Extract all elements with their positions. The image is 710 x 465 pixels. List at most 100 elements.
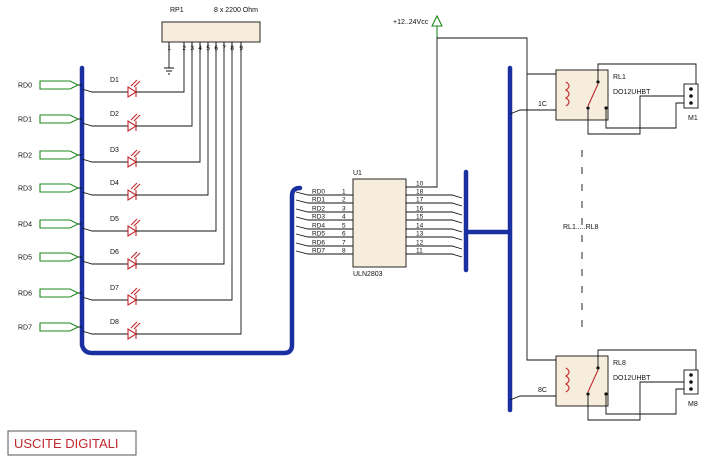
relay-rl1-common-wire: [587, 95, 684, 135]
supply-distribution-wire: [437, 37, 556, 361]
relay-range-label: RL1.....RL8: [563, 224, 599, 231]
led-symbol: [127, 86, 138, 98]
led-light-rays: [130, 79, 141, 88]
driver-output-wire: [406, 236, 463, 241]
driver-input-wire: [295, 199, 353, 204]
relay-rl1-coil-wire: [509, 109, 556, 115]
input-label-rd4: RD4: [18, 222, 32, 229]
led-to-resistor-wire: [136, 42, 217, 232]
resistor-pin-number: 8: [230, 45, 234, 52]
driver-net-rd1: RD1: [312, 197, 325, 204]
led-light-rays: [130, 149, 141, 158]
driver-pin-number: 12: [416, 240, 424, 247]
input-port-rd0: [39, 80, 80, 90]
relay-rl8-motor-pin: [689, 387, 693, 391]
ground-symbol: [164, 42, 174, 75]
led-symbol: [127, 120, 138, 132]
driver-output-wire: [406, 245, 463, 250]
driver-pin-number: 7: [342, 240, 346, 247]
relay-rl1-motor-pin: [689, 101, 693, 105]
relay-rl8-nc-wire: [597, 349, 697, 370]
input-port-rd5: [39, 252, 80, 262]
led-feed-wire: [81, 227, 128, 232]
relay-rl8-part: DO12UHBT: [613, 375, 651, 382]
driver-net-rd0: RD0: [312, 189, 325, 196]
input-port-rd3: [39, 183, 80, 193]
driver-pin-number: 11: [416, 248, 423, 255]
led-symbol: [127, 258, 138, 270]
led-to-resistor-wire: [136, 42, 201, 163]
driver-pin-number: 18: [416, 189, 424, 196]
driver-pin-number: 3: [342, 206, 346, 213]
driver-net-rd2: RD2: [312, 206, 325, 213]
led-feed-wire: [81, 296, 128, 301]
driver-input-wire: [295, 191, 353, 196]
supply-label: +12..24Vcc: [393, 19, 429, 26]
driver-ic-body: [352, 178, 407, 268]
led-symbol: [127, 189, 138, 201]
relay-rl8-motor-pin: [689, 380, 693, 384]
led-label-d4: D4: [110, 180, 119, 187]
relay-rl1-coil: [565, 81, 570, 107]
led-feed-wire: [81, 260, 128, 265]
relay-rl8-coil-wire: [509, 395, 556, 401]
resistor-pin-number: 3: [190, 45, 194, 52]
driver-pin-number: 1: [342, 189, 346, 196]
relay-rl1-part: DO12UHBT: [613, 89, 651, 96]
com-to-supply-wire: [406, 38, 438, 188]
input-port-rd7: [39, 322, 80, 332]
led-label-d1: D1: [110, 77, 119, 84]
relay-rl8-coil-label: 8C: [538, 387, 547, 394]
relay-rl8-contact: [587, 369, 599, 393]
led-light-rays: [130, 113, 141, 122]
driver-output-wire: [406, 211, 463, 216]
driver-input-wire: [295, 208, 353, 213]
supply-arrow-symbol: [431, 14, 443, 38]
driver-pin-number: 5: [342, 223, 346, 230]
driver-ref: U1: [353, 170, 362, 177]
led-symbol: [127, 328, 138, 340]
led-feed-wire: [81, 191, 128, 196]
led-light-rays: [130, 182, 141, 191]
led-to-resistor-wire: [136, 42, 185, 93]
led-label-d6: D6: [110, 249, 119, 256]
relay-rl8-motor-label: M8: [688, 401, 698, 408]
relay-rl1-motor-label: M1: [688, 115, 698, 122]
relay-rl8-coil: [565, 367, 570, 393]
left-input-bus: [79, 65, 303, 356]
resistor-pin-number: 2: [182, 45, 186, 52]
driver-pin-number: 8: [342, 248, 346, 255]
led-light-rays: [130, 321, 141, 330]
led-symbol: [127, 294, 138, 306]
relay-rl1-motor-pin: [689, 87, 693, 91]
driver-output-wire: [406, 228, 463, 233]
led-feed-wire: [81, 88, 128, 93]
driver-input-wire: [295, 242, 353, 247]
driver-pin-number: 2: [342, 197, 346, 204]
driver-output-wire: [406, 219, 463, 224]
driver-input-wire: [295, 250, 353, 255]
led-symbol: [127, 225, 138, 237]
driver-input-wire: [295, 225, 353, 230]
led-to-resistor-wire: [136, 42, 193, 127]
supply: +12..24Vcc: [393, 19, 429, 26]
led-symbol: [127, 156, 138, 168]
driver-net-rd5: RD5: [312, 231, 325, 238]
relay-rl8-no-wire: [605, 388, 684, 415]
driver-net-rd7: RD7: [312, 248, 325, 255]
input-port-rd2: [39, 150, 80, 160]
driver-part: ULN2803: [353, 271, 383, 278]
relay-rl1-motor-pin: [689, 94, 693, 98]
driver-output-wire: [406, 194, 463, 199]
driver-output-bus: [463, 169, 513, 273]
led-to-resistor-wire: [136, 42, 225, 265]
input-label-rd0: RD0: [18, 83, 32, 90]
relay-rl1-coil-label: 1C: [538, 101, 547, 108]
led-feed-wire: [81, 330, 128, 335]
input-label-rd5: RD5: [18, 255, 32, 262]
input-label-rd7: RD7: [18, 325, 32, 332]
driver-pin-number: 15: [416, 214, 424, 221]
led-label-d7: D7: [110, 285, 119, 292]
